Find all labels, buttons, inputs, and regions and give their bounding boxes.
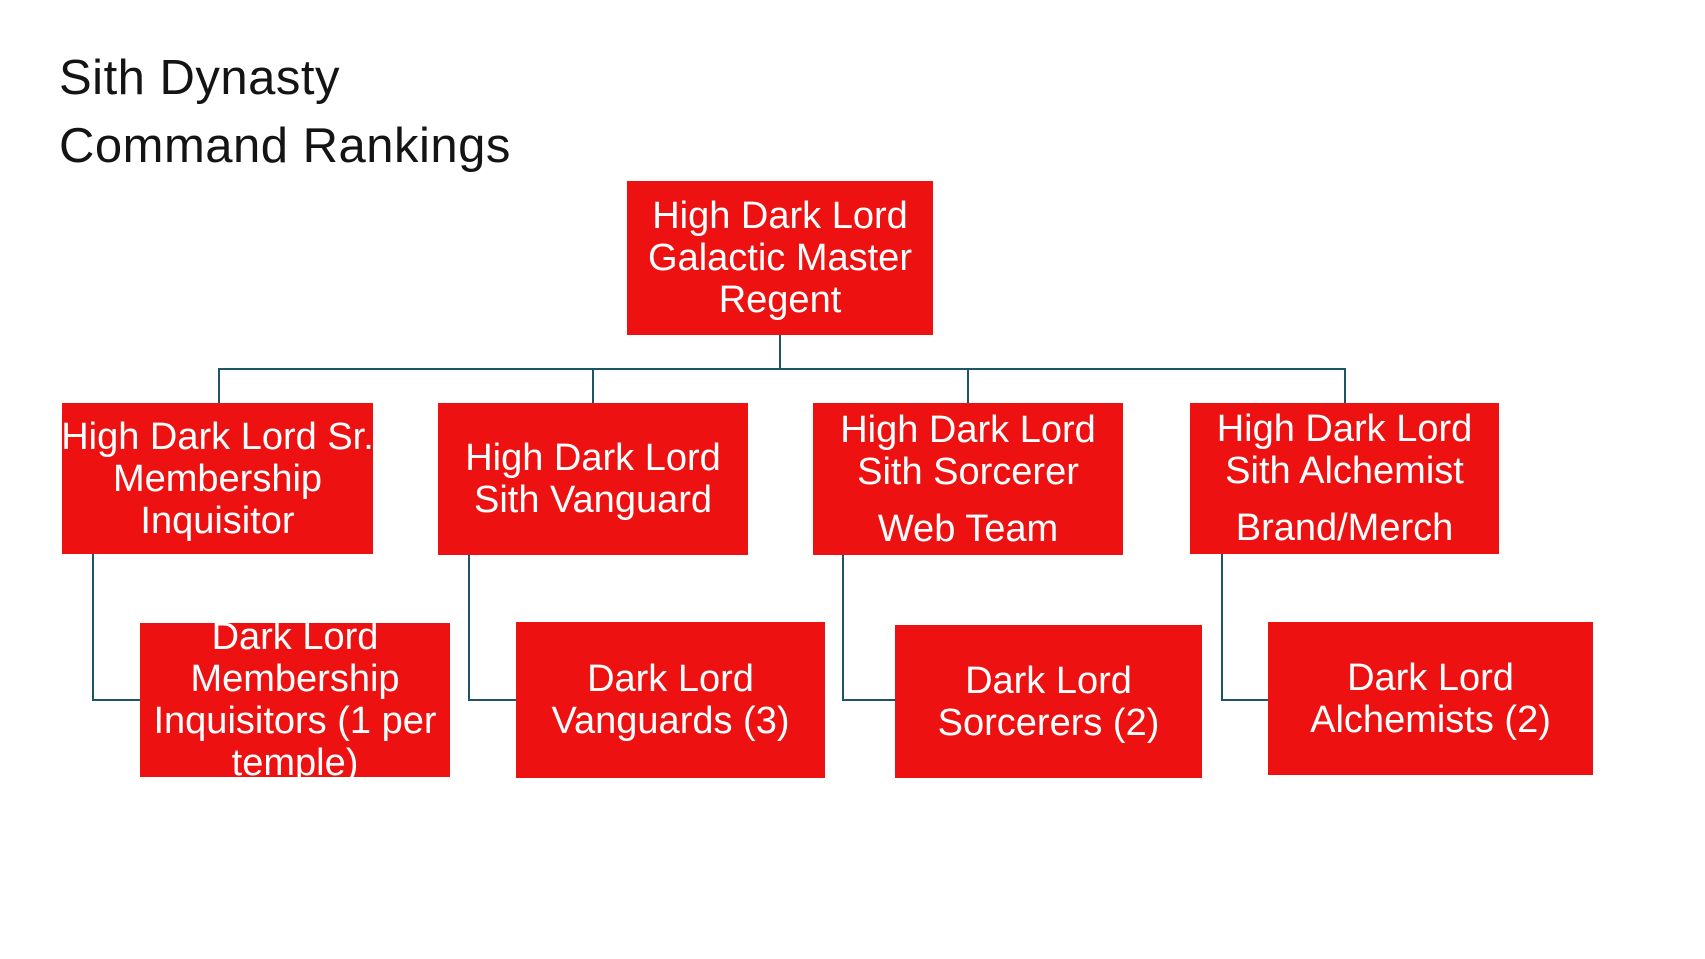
org-node-sith-alchemist: High Dark Lord Sith Alchemist Brand/Merc… [1190,403,1499,554]
connector-elbow-inquisitors-vertical [92,554,94,701]
title-line-1: Sith Dynasty [59,51,341,105]
org-node-text-line: Regent [718,279,842,321]
org-node-sith-sorcerer: High Dark Lord Sith Sorcerer Web Team [813,403,1123,555]
connector-elbow-alchemists-horizontal [1221,699,1268,701]
org-node-sr-membership-inquisitor: High Dark Lord Sr. Membership Inquisitor [61,403,374,554]
org-node-text-line: Alchemists (2) [1310,698,1551,741]
org-node-sith-vanguard: High Dark Lord Sith Vanguard [438,403,748,555]
org-node-text-line: High Dark Lord Sr. [61,415,374,458]
org-node-text-line: Sith Alchemist [1225,450,1464,492]
org-node-sorcerers: Dark Lord Sorcerers (2) [895,625,1202,778]
org-node-text-line: Inquisitors (1 per [153,700,437,742]
connector-drop-sith-alchemist [1344,368,1346,404]
connector-elbow-sorcerers-horizontal [842,699,895,701]
connector-elbow-vanguards-horizontal [468,699,516,701]
org-node-text-line: Inquisitor [140,499,295,542]
org-node-text-line: Dark Lord [965,659,1132,702]
org-node-subtitle: Web Team [877,507,1059,550]
org-node-text-line: Dark Lord [1347,656,1514,699]
org-node-alchemists: Dark Lord Alchemists (2) [1268,622,1593,775]
org-node-text-line: Sith Sorcerer [857,450,1079,493]
org-node-root: High Dark Lord Galactic Master Regent [627,181,933,335]
org-node-text-line: Membership [112,457,323,500]
org-node-subtitle: Brand/Merch [1235,507,1454,549]
title-line-2: Command Rankings [59,119,511,173]
connector-drop-sith-vanguard [592,368,594,404]
connector-elbow-vanguards-vertical [468,555,470,701]
org-node-text-line: High Dark Lord [465,437,721,479]
org-node-text-line: temple) [231,742,359,784]
connector-elbow-alchemists-vertical [1221,554,1223,701]
org-node-text-line: Dark Lord [211,616,379,658]
connector-elbow-inquisitors-horizontal [92,699,140,701]
org-node-vanguards: Dark Lord Vanguards (3) [516,622,825,778]
org-node-text-line: High Dark Lord [1216,408,1473,450]
org-node-text-line: Sith Vanguard [473,479,713,521]
org-node-text-line: Membership [190,658,400,700]
connector-elbow-sorcerers-vertical [842,555,844,701]
org-node-text-line: Dark Lord [587,658,754,700]
page-title: Sith Dynasty Command Rankings [59,44,511,180]
org-node-membership-inquisitors: Dark Lord Membership Inquisitors (1 per … [140,616,450,784]
org-node-text-line: High Dark Lord [840,408,1096,451]
org-node-text-line: Vanguards (3) [551,700,790,742]
org-node-text-line: High Dark Lord [652,195,908,237]
connector-rail [218,368,1346,370]
connector-drop-sith-sorcerer [967,368,969,404]
connector-root-stem [779,335,781,370]
connector-drop-sr-membership-inquisitor [218,368,220,404]
org-node-text-line: Galactic Master [648,237,912,279]
org-node-text-line: Sorcerers (2) [937,701,1160,744]
